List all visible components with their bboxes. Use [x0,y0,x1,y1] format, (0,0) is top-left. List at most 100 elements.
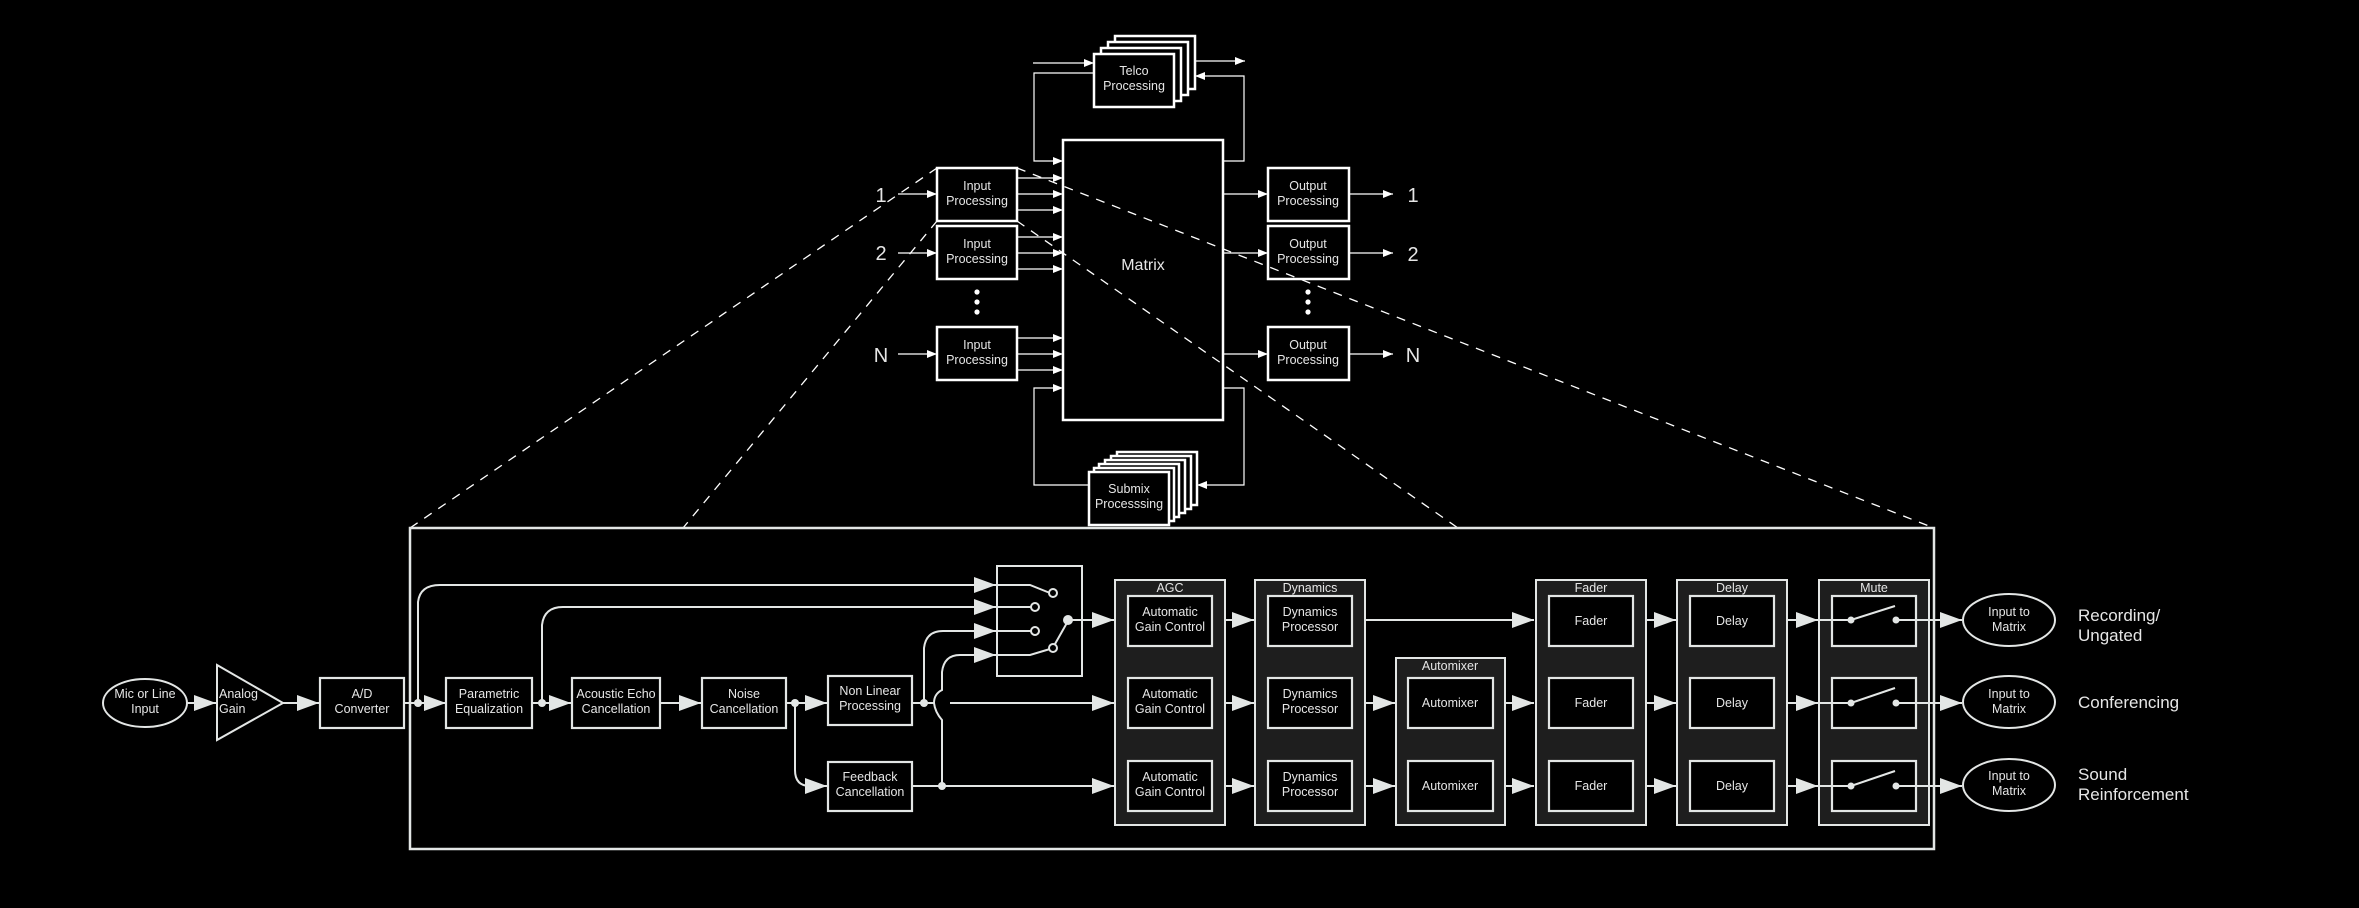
telco-processing-box [1092,52,1176,109]
text-line: Cancellation [582,702,651,716]
detail-frame [408,526,1936,851]
automixer-group-title: Automixer [1422,659,1478,673]
fader-box-1 [1547,594,1635,648]
fader-box-2 [1547,676,1635,730]
feedback-to-switch [932,647,996,786]
text-line: Processor [1282,785,1338,799]
fader-label: Fader [1575,696,1608,710]
text-line: Output [1289,179,1327,193]
input-channel-label-2: 2 [875,243,886,265]
text-line: Noise [728,687,760,701]
matrix-box [1061,138,1225,422]
text-line: Acoustic Echo [576,687,655,701]
output-channel-label-2: 2 [1407,244,1418,266]
text-line: Output [1289,237,1327,251]
matrix-to-submix-line [1197,387,1245,489]
nlp-to-switch [923,623,996,703]
text-line: Input [963,338,991,352]
dynamics-box-1 [1266,594,1354,648]
input-channel-label-1: 1 [875,185,886,207]
output-channel-label-1: 1 [1407,185,1418,207]
delay-group-title: Delay [1716,581,1749,595]
text-line: Sound [2078,765,2127,784]
text-line: Telco [1119,64,1148,78]
feedback-cancellation-box [826,760,914,813]
text-line: Dynamics [1283,770,1338,784]
text-line: Processsing [1095,497,1163,511]
text-line: Processing [1277,194,1339,208]
fader-label: Fader [1575,614,1608,628]
source-selector-switch [996,565,1083,677]
text-line: Feedback [843,770,899,784]
automixer-group: Automixer Automixer Automixer [1395,657,1506,826]
bypass-peq-to-switch [541,599,996,703]
text-line: Gain [219,702,245,716]
input-channel-label-n: N [874,345,888,367]
delay-group: Delay Delay Delay Delay [1676,579,1788,826]
agc-box-2 [1126,676,1214,730]
automixer-label: Automixer [1422,696,1478,710]
text-line: Input to [1988,769,2030,783]
text-line: Ungated [2078,626,2142,645]
mute-switch-3 [1818,759,1918,813]
agc-box-1 [1126,594,1214,648]
text-line: Matrix [1992,620,2027,634]
text-line: Dynamics [1283,687,1338,701]
fader-box-3 [1547,759,1635,813]
dynamics-box-3 [1266,759,1354,813]
submix-processing-box [1087,470,1171,527]
output-ellipsis-dots [1305,289,1311,315]
text-line: Processor [1282,620,1338,634]
acoustic-echo-cancellation-box [570,676,662,730]
delay-label: Delay [1716,696,1749,710]
text-line: Processing [1277,353,1339,367]
text-line: A/D [352,687,373,701]
input-to-matrix-arrows [1017,174,1063,374]
telco-to-matrix-line [1033,72,1094,165]
text-line: Output [1289,338,1327,352]
text-line: Reinforcement [2078,785,2189,804]
automixer-box-3 [1406,759,1495,813]
mute-group-title: Mute [1860,581,1888,595]
text-line: Processing [946,252,1008,266]
text-line: Conferencing [2078,693,2179,712]
fader-label: Fader [1575,779,1608,793]
text-line: Non Linear [839,684,900,698]
automixer-box-2 [1406,676,1495,730]
output-channel-label-n: N [1406,345,1420,367]
zoom-callout-lines [409,167,1935,529]
text-line: Input [131,702,159,716]
text-line: Processor [1282,702,1338,716]
text-line: Cancellation [710,702,779,716]
text-line: Equalization [455,702,523,716]
text-line: Processing [946,353,1008,367]
text-line: Input to [1988,687,2030,701]
agc-box-3 [1126,759,1214,813]
